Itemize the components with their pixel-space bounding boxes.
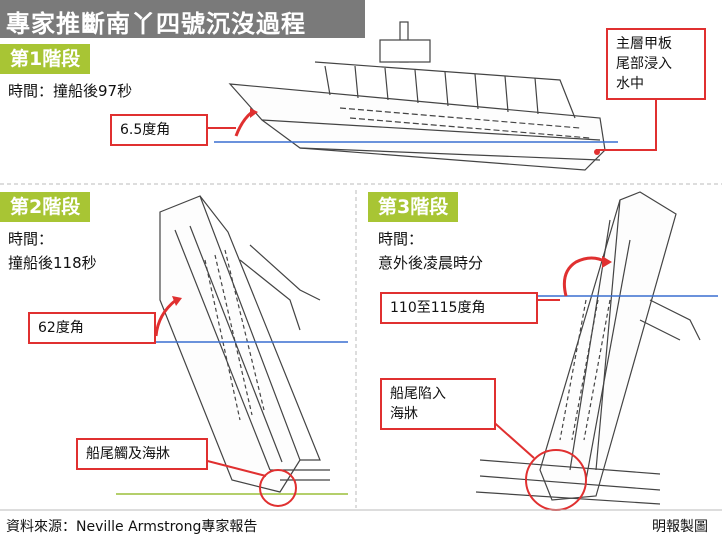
stage3-sink-line1: 船尾陷入: [390, 386, 446, 402]
stage2-angle-arc: [154, 298, 177, 337]
stage2-angle-callout: 62度角: [28, 312, 156, 344]
title-bar: 專家推斷南丫四號沉沒過程: [0, 0, 365, 38]
stage2-tag: 第2階段: [0, 192, 91, 222]
stage3-sink-line2: 海牀: [390, 406, 418, 422]
stage3-ship: [475, 191, 701, 505]
stage1-time: 時間：撞船後97秒: [8, 82, 133, 100]
stage2-time-label: 時間：: [8, 230, 54, 248]
credit-note: 明報製圖: [652, 519, 708, 535]
stage1-leader: [596, 100, 657, 151]
stage2-ship: [159, 195, 330, 493]
stage3-time: 意外後凌晨時分: [378, 254, 484, 272]
stage1-angle-arc: [234, 110, 253, 137]
stage3-sink-callout: 船尾陷入 海牀: [380, 378, 496, 430]
stage3-time-label: 時間：: [378, 230, 424, 248]
stage1-flood-line3: 水中: [616, 76, 644, 92]
stage3-tag: 第3階段: [368, 192, 459, 222]
stage1-ship: [228, 21, 606, 171]
stage3-angle-callout: 110至115度角: [380, 292, 538, 324]
stage1-tag: 第1階段: [0, 44, 91, 74]
stage2-contact-circle: [259, 469, 297, 507]
stage2-time: 撞船後118秒: [8, 254, 97, 272]
source-note: 資料來源：Neville Armstrong專家報告: [6, 519, 258, 535]
stage3-angle-arc: [562, 256, 607, 297]
stage1-flood-line1: 主層甲板: [616, 36, 672, 52]
stage2-contact-callout: 船尾觸及海牀: [76, 438, 208, 470]
stage1-flood-callout: 主層甲板 尾部浸入 水中: [606, 28, 706, 100]
stage1-angle-callout: 6.5度角: [110, 114, 208, 146]
page-title: 專家推斷南丫四號沉沒過程: [6, 10, 306, 38]
stage1-flood-line2: 尾部浸入: [616, 56, 672, 72]
